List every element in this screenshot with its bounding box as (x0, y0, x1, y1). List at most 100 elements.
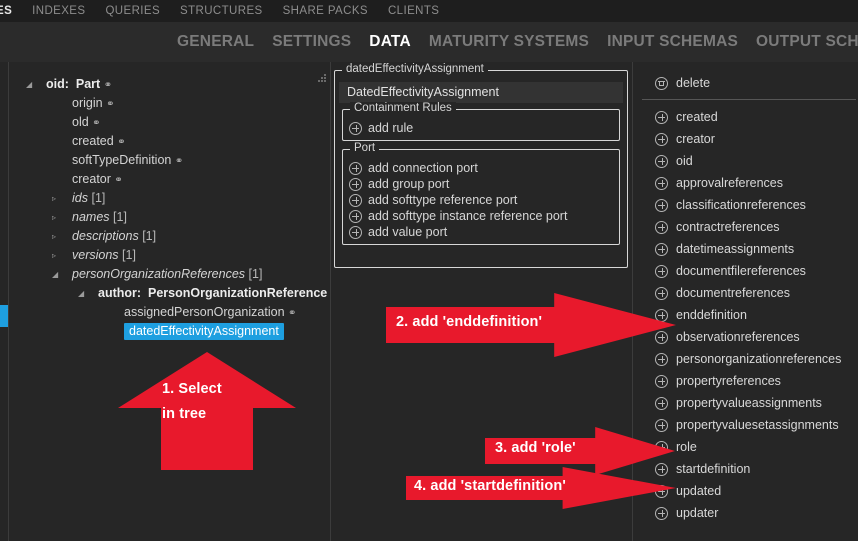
tree-row[interactable]: ◢ personOrganizationReferences [1] (0, 265, 330, 284)
add-property-creator[interactable]: creator (640, 128, 858, 150)
plus-circle-icon (655, 242, 668, 256)
tab-data[interactable]: DATA (369, 33, 411, 50)
add-property-propertyvalueassignments[interactable]: propertyvalueassignments (640, 392, 858, 414)
add-property-classificationreferences[interactable]: classificationreferences (640, 194, 858, 216)
tree-row[interactable]: created ⚭ (0, 132, 330, 151)
tab-general[interactable]: GENERAL (177, 33, 255, 50)
link-icon: ⚭ (106, 99, 115, 110)
tree-row[interactable]: creator ⚭ (0, 170, 330, 189)
link-icon: ⚭ (174, 156, 184, 167)
tree-row-count: [1] (248, 267, 263, 281)
add-property-datetimeassignments[interactable]: datetimeassignments (640, 238, 858, 260)
tree-row-content: creator ⚭ (72, 170, 123, 190)
trash-icon (655, 76, 668, 90)
add-property-observationreferences[interactable]: observationreferences (640, 326, 858, 348)
data-tree-panel[interactable]: ◢oid: Part ⚭origin ⚭old ⚭created ⚭softTy… (0, 62, 332, 541)
tree-row-prefix: oid: (46, 77, 69, 91)
property-label: documentreferences (676, 286, 790, 300)
plus-circle-icon (655, 154, 668, 168)
editor-action-add-softtype-instance-reference-port[interactable]: add softtype instance reference port (343, 208, 619, 224)
tree-row[interactable]: ▹versions [1] (0, 246, 330, 265)
plus-circle-icon (655, 264, 668, 278)
editor-outer-group: datedEffectivityAssignment DatedEffectiv… (334, 63, 628, 268)
tab-output-schemas[interactable]: OUTPUT SCHEMAS (756, 33, 858, 50)
editor-outer-legend: datedEffectivityAssignment (342, 63, 488, 75)
add-property-updater[interactable]: updater (640, 502, 858, 524)
tree-row-content: datedEffectivityAssignment (124, 322, 284, 341)
delete-button[interactable]: delete (640, 72, 858, 94)
topnav-item-clients[interactable]: CLIENTS (387, 5, 440, 17)
tree-row-content: names [1] (72, 208, 127, 227)
plus-circle-icon (655, 198, 668, 212)
chevron-down-icon[interactable]: ◢ (52, 270, 59, 279)
editor-action-add-rule[interactable]: add rule (343, 120, 619, 136)
editor-action-add-value-port[interactable]: add value port (343, 224, 619, 240)
tab-maturity-systems[interactable]: MATURITY SYSTEMS (428, 33, 590, 50)
add-property-contractreferences[interactable]: contractreferences (640, 216, 858, 238)
topnav-item-structures[interactable]: STRUCTURES (180, 5, 263, 17)
topnav-item-indexes[interactable]: INDEXES (32, 5, 86, 17)
link-icon: ⚭ (103, 80, 113, 91)
annotation-step-1-line1: 1. Select (162, 381, 222, 397)
add-property-created[interactable]: created (640, 106, 858, 128)
chevron-down-icon[interactable]: ◢ (78, 289, 85, 298)
tree-row[interactable]: datedEffectivityAssignment (0, 322, 330, 341)
tree-row[interactable]: assignedPersonOrganization ⚭ (0, 303, 330, 322)
annotation-step-3-label: 3. add 'role' (495, 440, 576, 456)
chevron-down-icon[interactable]: ◢ (26, 80, 33, 89)
tree-row-content: oid: Part ⚭ (46, 75, 112, 95)
chevron-right-icon[interactable]: ▹ (52, 194, 57, 203)
tree-row-label: Part (75, 77, 101, 91)
add-property-approvalreferences[interactable]: approvalreferences (640, 172, 858, 194)
annotation-step-2-label: 2. add 'enddefinition' (396, 314, 543, 330)
tab-input-schemas[interactable]: INPUT SCHEMAS (607, 33, 739, 50)
chevron-right-icon[interactable]: ▹ (52, 251, 57, 260)
add-property-startdefinition[interactable]: startdefinition (640, 458, 858, 480)
chevron-right-icon[interactable]: ▹ (52, 213, 57, 222)
tree-row[interactable]: origin ⚭ (0, 94, 330, 113)
tree-row[interactable]: ◢ oid: Part ⚭ (0, 75, 330, 94)
property-label: contractreferences (676, 220, 780, 234)
editor-action-add-connection-port[interactable]: add connection port (343, 160, 619, 176)
plus-circle-icon (655, 330, 668, 344)
tree-row[interactable]: ▹descriptions [1] (0, 227, 330, 246)
plus-circle-icon (655, 352, 668, 366)
property-label: role (676, 440, 697, 454)
topnav-item-share-packs[interactable]: SHARE PACKS (282, 5, 368, 17)
tree-row-label: old (72, 115, 89, 129)
tree-row[interactable]: ▹ids [1] (0, 189, 330, 208)
tab-settings[interactable]: SETTINGS (272, 33, 352, 50)
tree-row[interactable]: old ⚭ (0, 113, 330, 132)
add-property-propertyreferences[interactable]: propertyreferences (640, 370, 858, 392)
plus-circle-icon (655, 396, 668, 410)
add-property-enddefinition[interactable]: enddefinition (640, 304, 858, 326)
tree-selected-item[interactable]: datedEffectivityAssignment (124, 323, 284, 340)
plus-circle-icon (349, 193, 362, 207)
add-property-documentfilereferences[interactable]: documentfilereferences (640, 260, 858, 282)
add-property-documentreferences[interactable]: documentreferences (640, 282, 858, 304)
tree-row-content: personOrganizationReferences [1] (72, 265, 262, 284)
property-label: creator (676, 132, 715, 146)
tree-resize-handle-icon[interactable] (318, 74, 326, 82)
topnav-item-queries[interactable]: QUERIES (105, 5, 161, 17)
tree-row-label: assignedPersonOrganization (124, 305, 285, 319)
add-property-propertyvaluesetassignments[interactable]: propertyvaluesetassignments (640, 414, 858, 436)
tree-row[interactable]: ◢author: PersonOrganizationReference ⚭ (0, 284, 332, 303)
chevron-right-icon[interactable]: ▹ (52, 232, 57, 241)
annotation-step-4: 4. add 'startdefinition' (406, 467, 676, 509)
add-property-oid[interactable]: oid (640, 150, 858, 172)
plus-circle-icon (349, 209, 362, 223)
editor-action-add-group-port[interactable]: add group port (343, 176, 619, 192)
tree-row-count: [1] (142, 229, 157, 243)
annotation-step-1-shape (118, 352, 296, 470)
tree-row-label: creator (72, 172, 111, 186)
topnav-item-es[interactable]: ES (0, 5, 13, 17)
tree-row[interactable]: softTypeDefinition ⚭ (0, 151, 330, 170)
tree-row-label: created (72, 134, 114, 148)
add-property-personorganizationreferences[interactable]: personorganizationreferences (640, 348, 858, 370)
link-icon: ⚭ (331, 289, 332, 300)
editor-action-add-softtype-reference-port[interactable]: add softtype reference port (343, 192, 619, 208)
tree-row[interactable]: ▹ names [1] (0, 208, 330, 227)
